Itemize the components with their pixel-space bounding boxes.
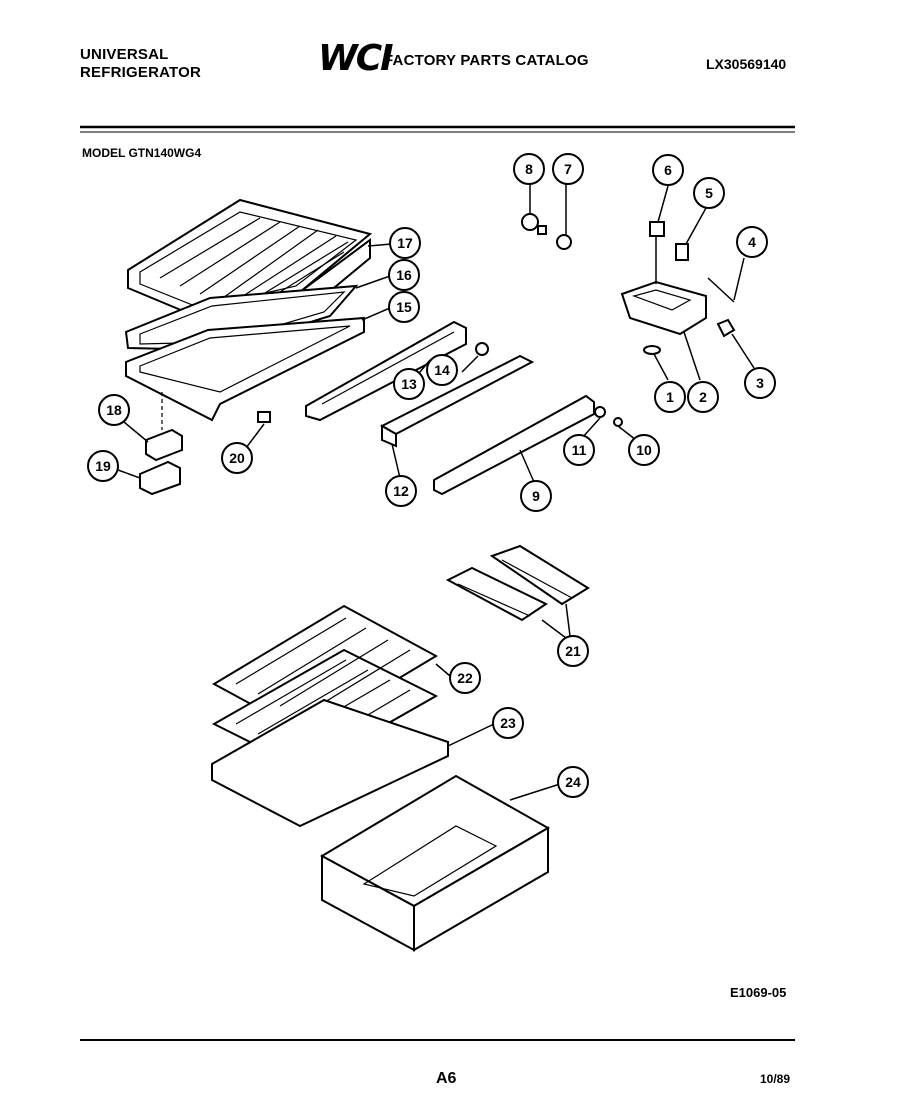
part-19-bracket: [139, 460, 181, 496]
callout-12: 12: [385, 475, 417, 507]
part-2-housing: [620, 280, 707, 336]
part-14-nut: [475, 342, 489, 356]
svg-text:6: 6: [664, 162, 672, 178]
callout-6: 6: [652, 154, 684, 186]
svg-text:3: 3: [756, 375, 764, 391]
svg-text:2: 2: [699, 389, 707, 405]
svg-text:11: 11: [572, 442, 587, 458]
part-9-rail: [433, 394, 595, 496]
catalog-date: 10/89: [760, 1072, 791, 1086]
callout-22: 22: [449, 662, 481, 694]
callout-7: 7: [552, 153, 584, 185]
callout-13: 13: [393, 368, 425, 400]
callout-19: 19: [87, 450, 119, 482]
part-1-knob: [643, 345, 661, 355]
svg-text:10: 10: [636, 442, 652, 458]
part-23-crisper-frame: [211, 698, 449, 828]
part-13-bracket: [305, 320, 467, 422]
part-10-washer: [613, 417, 623, 427]
svg-text:18: 18: [106, 402, 122, 418]
callout-5: 5: [693, 177, 725, 209]
svg-text:4: 4: [748, 234, 756, 250]
wci-logo: WCI: [318, 38, 394, 79]
callout-21: 21: [557, 635, 589, 667]
callout-24: 24: [557, 766, 589, 798]
part-11-screw: [594, 406, 606, 418]
callout-11: 11: [563, 434, 595, 466]
brand-line-1: UNIVERSAL: [80, 46, 169, 63]
callout-15: 15: [388, 291, 420, 323]
callout-2: 2: [687, 381, 719, 413]
svg-text:24: 24: [565, 774, 581, 790]
svg-text:23: 23: [500, 715, 516, 731]
svg-text:8: 8: [525, 161, 533, 177]
part-8-bulb: [521, 213, 547, 235]
page-number: A6: [436, 1070, 457, 1087]
callout-18: 18: [98, 394, 130, 426]
svg-text:19: 19: [95, 458, 111, 474]
catalog-title: FACTORY PARTS CATALOG: [384, 52, 589, 69]
callout-14: 14: [426, 354, 458, 386]
leader-lines: [117, 184, 755, 801]
callout-4: 4: [736, 226, 768, 258]
callout-1: 1: [654, 381, 686, 413]
callout-8: 8: [513, 153, 545, 185]
callout-20: 20: [221, 442, 253, 474]
part-20-clip: [257, 411, 271, 423]
svg-text:15: 15: [396, 299, 412, 315]
svg-text:20: 20: [229, 450, 245, 466]
part-12-rail: [379, 354, 535, 448]
callout-9: 9: [520, 480, 552, 512]
brand-block: UNIVERSAL REFRIGERATOR: [80, 46, 201, 82]
brand-line-2: REFRIGERATOR: [80, 64, 202, 81]
catalog-number: LX30569140: [706, 56, 787, 72]
part-5-switch: [675, 243, 689, 261]
svg-text:1: 1: [666, 389, 674, 405]
callout-17: 17: [389, 227, 421, 259]
svg-text:7: 7: [564, 161, 572, 177]
svg-text:9: 9: [532, 488, 540, 504]
svg-text:14: 14: [434, 362, 450, 378]
part-16-glass-insert: [124, 284, 359, 352]
callout-10: 10: [628, 434, 660, 466]
part-6-thermostat: [649, 221, 665, 237]
model-number: MODEL GTN140WG4: [82, 146, 202, 160]
part-3-clip: [716, 318, 736, 338]
callout-23: 23: [492, 707, 524, 739]
svg-text:21: 21: [565, 643, 581, 659]
svg-text:17: 17: [397, 235, 413, 251]
part-4-wire: [707, 277, 735, 303]
svg-text:16: 16: [396, 267, 412, 283]
callout-3: 3: [744, 367, 776, 399]
svg-text:22: 22: [457, 670, 473, 686]
part-18-bracket: [145, 428, 183, 462]
svg-text:12: 12: [393, 483, 409, 499]
part-21-ice-trays: [445, 544, 590, 622]
part-24-crisper-drawer: [319, 774, 551, 952]
figure-code: E1069-05: [730, 985, 787, 1000]
callout-16: 16: [388, 259, 420, 291]
part-15-crisper-frame: [125, 316, 365, 422]
svg-text:5: 5: [705, 185, 713, 201]
svg-text:13: 13: [401, 376, 417, 392]
part-7-socket: [556, 234, 572, 250]
